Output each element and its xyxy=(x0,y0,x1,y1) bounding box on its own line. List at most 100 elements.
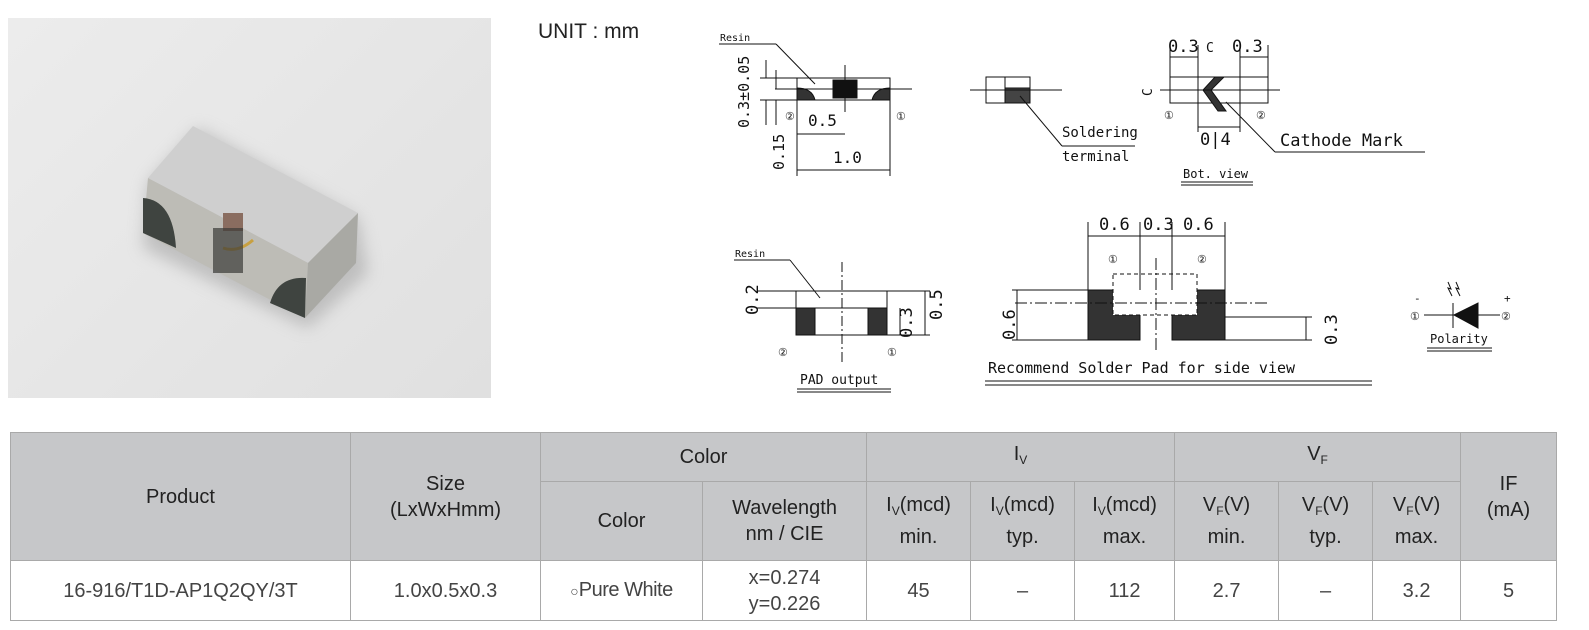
pin1-label: ① xyxy=(896,110,906,123)
minus-sign: - xyxy=(1414,292,1421,305)
center-mark: C xyxy=(1206,41,1214,56)
pad-width-c: 0.6 xyxy=(1183,215,1214,235)
bottom-right-dimension: 0.3 xyxy=(1232,37,1263,57)
unit: (mcd) xyxy=(899,494,951,516)
header-vf-min: VF(V) min. xyxy=(1174,481,1280,561)
qualifier: typ. xyxy=(1309,526,1342,548)
resin-label: Resin xyxy=(720,33,750,44)
led-photo-illustration xyxy=(143,126,368,328)
symbol: V xyxy=(1301,494,1316,516)
header-product: Product xyxy=(10,432,351,561)
cell-size: 1.0x0.5x0.3 xyxy=(350,560,541,621)
pad-output-drawing: Resin 0.2 0.3 0.5 ② ① PAD output xyxy=(734,249,947,393)
header-if: IF (mA) xyxy=(1460,432,1558,561)
qualifier: typ. xyxy=(1006,526,1039,548)
subscript: F xyxy=(1406,504,1414,518)
cell-vf-max: 3.2 xyxy=(1372,560,1462,621)
end-view-drawing: Soldering terminal xyxy=(970,76,1138,165)
cell-vf-min: 2.7 xyxy=(1174,560,1280,621)
resin-label: Resin xyxy=(735,249,765,260)
qualifier: max. xyxy=(1394,526,1439,548)
subscript: F xyxy=(1216,504,1224,518)
cie-y: y=0.226 xyxy=(748,592,821,615)
pin1-label: ① xyxy=(887,346,897,359)
soldering-label: Soldering xyxy=(1062,125,1138,141)
spec-table: Product Size(LxWxHmm) Color IV VF IF(mA)… xyxy=(10,432,1558,621)
unit: (mcd) xyxy=(1003,494,1055,516)
pin1-label: ① xyxy=(1410,310,1420,323)
vf-subscript: F xyxy=(1320,453,1328,467)
if-unit: (mA) xyxy=(1486,498,1531,521)
terminal-label: terminal xyxy=(1062,149,1129,165)
cell-cie: x=0.274 y=0.226 xyxy=(701,560,868,621)
header-color-group: Color xyxy=(539,432,868,482)
height-dimension: 0.3±0.05 xyxy=(735,56,753,128)
pad-width-a: 0.6 xyxy=(1099,215,1130,235)
header-size: Size (LxWxHmm) xyxy=(350,432,541,561)
header-iv-max: IV(mcd) max. xyxy=(1074,481,1176,561)
cathode-mark-label: Cathode Mark xyxy=(1280,131,1403,151)
plus-sign: + xyxy=(1504,292,1511,305)
header-vf-max: VF(V)max. xyxy=(1372,481,1462,561)
dimension-drawings: Resin 0.3±0.05 0.15 0.5 1.0 ② ① Solderin… xyxy=(719,33,1511,393)
pad-height-dimension: 0.6 xyxy=(1000,309,1020,340)
cell-color: ○Pure White xyxy=(540,560,703,621)
header-iv-group: IV xyxy=(866,432,1176,482)
symbol: I xyxy=(886,494,892,516)
qualifier: min. xyxy=(899,526,938,548)
size-label: Size xyxy=(426,472,465,495)
unit: (mcd) xyxy=(1105,494,1157,516)
total-dimension: 0.5 xyxy=(927,289,947,320)
pad-offset-dimension: 0.3 xyxy=(1322,314,1342,345)
if-label: IF xyxy=(1499,472,1518,495)
vf-symbol: V xyxy=(1307,443,1321,465)
iv-subscript: V xyxy=(1019,453,1028,467)
bottom-view-drawing: 0.3 C C 0.3 0|4 ① ② Cathode Mark Bot. vi… xyxy=(1141,37,1425,186)
unit: (V) xyxy=(1322,494,1350,516)
color-circle-icon: ○ xyxy=(570,583,579,599)
product-photo xyxy=(8,18,491,398)
qualifier: min. xyxy=(1207,526,1246,548)
size-unit: (LxWxHmm) xyxy=(389,498,502,521)
length-dimension: 1.0 xyxy=(833,148,862,167)
iv-symbol: I xyxy=(1013,443,1020,465)
polarity-symbol: - + ① ② Polarity xyxy=(1410,281,1511,352)
symbol: V xyxy=(1202,494,1217,516)
qualifier: max. xyxy=(1102,526,1147,548)
header-iv-min: IV(mcd)min. xyxy=(866,481,972,561)
subscript: V xyxy=(1097,504,1106,518)
symbol: I xyxy=(1092,494,1098,516)
pin1-label: ① xyxy=(1108,253,1118,266)
top-dimension: 0.2 xyxy=(743,284,763,315)
symbol: I xyxy=(990,494,996,516)
unit: (V) xyxy=(1223,494,1251,516)
header-color: Color xyxy=(540,481,703,561)
pin2-label: ② xyxy=(785,110,795,123)
cell-iv-typ: – xyxy=(970,560,1076,621)
cell-product: 16-916/T1D-AP1Q2QY/3T xyxy=(10,560,351,621)
cie-x: x=0.274 xyxy=(748,566,821,589)
pad-gap: 0.3 xyxy=(1143,215,1174,235)
cell-if: 5 xyxy=(1460,560,1558,621)
half-width-dimension: 0.5 xyxy=(808,111,837,130)
solder-pad-drawing: 0.6 0.3 0.6 ① ② 0.6 0.3 Recommend Solder… xyxy=(985,215,1372,386)
pin1-label: ① xyxy=(1164,109,1174,122)
center-mark-vertical: C xyxy=(1141,88,1156,96)
side-view-drawing: Resin 0.3±0.05 0.15 0.5 1.0 ② ① xyxy=(719,33,912,176)
color-name: Pure White xyxy=(578,579,673,601)
pin2-label: ② xyxy=(778,346,788,359)
pin2-label: ② xyxy=(1197,253,1207,266)
unit-label: UNIT : mm xyxy=(538,20,640,43)
cell-iv-max: 112 xyxy=(1074,560,1176,621)
table-row: 16-916/T1D-AP1Q2QY/3T 1.0x0.5x0.3 ○Pure … xyxy=(10,560,1558,621)
pad-output-title: PAD output xyxy=(800,373,878,388)
subscript: V xyxy=(995,504,1004,518)
solder-pad-title: Recommend Solder Pad for side view xyxy=(988,359,1296,377)
subscript: F xyxy=(1315,504,1323,518)
pin2-label: ② xyxy=(1256,109,1266,122)
cell-iv-min: 45 xyxy=(866,560,972,621)
pad-dimension: 0.3 xyxy=(897,307,917,338)
header-iv-typ: IV(mcd) typ. xyxy=(970,481,1076,561)
wavelength-label: Wavelength xyxy=(732,497,837,519)
